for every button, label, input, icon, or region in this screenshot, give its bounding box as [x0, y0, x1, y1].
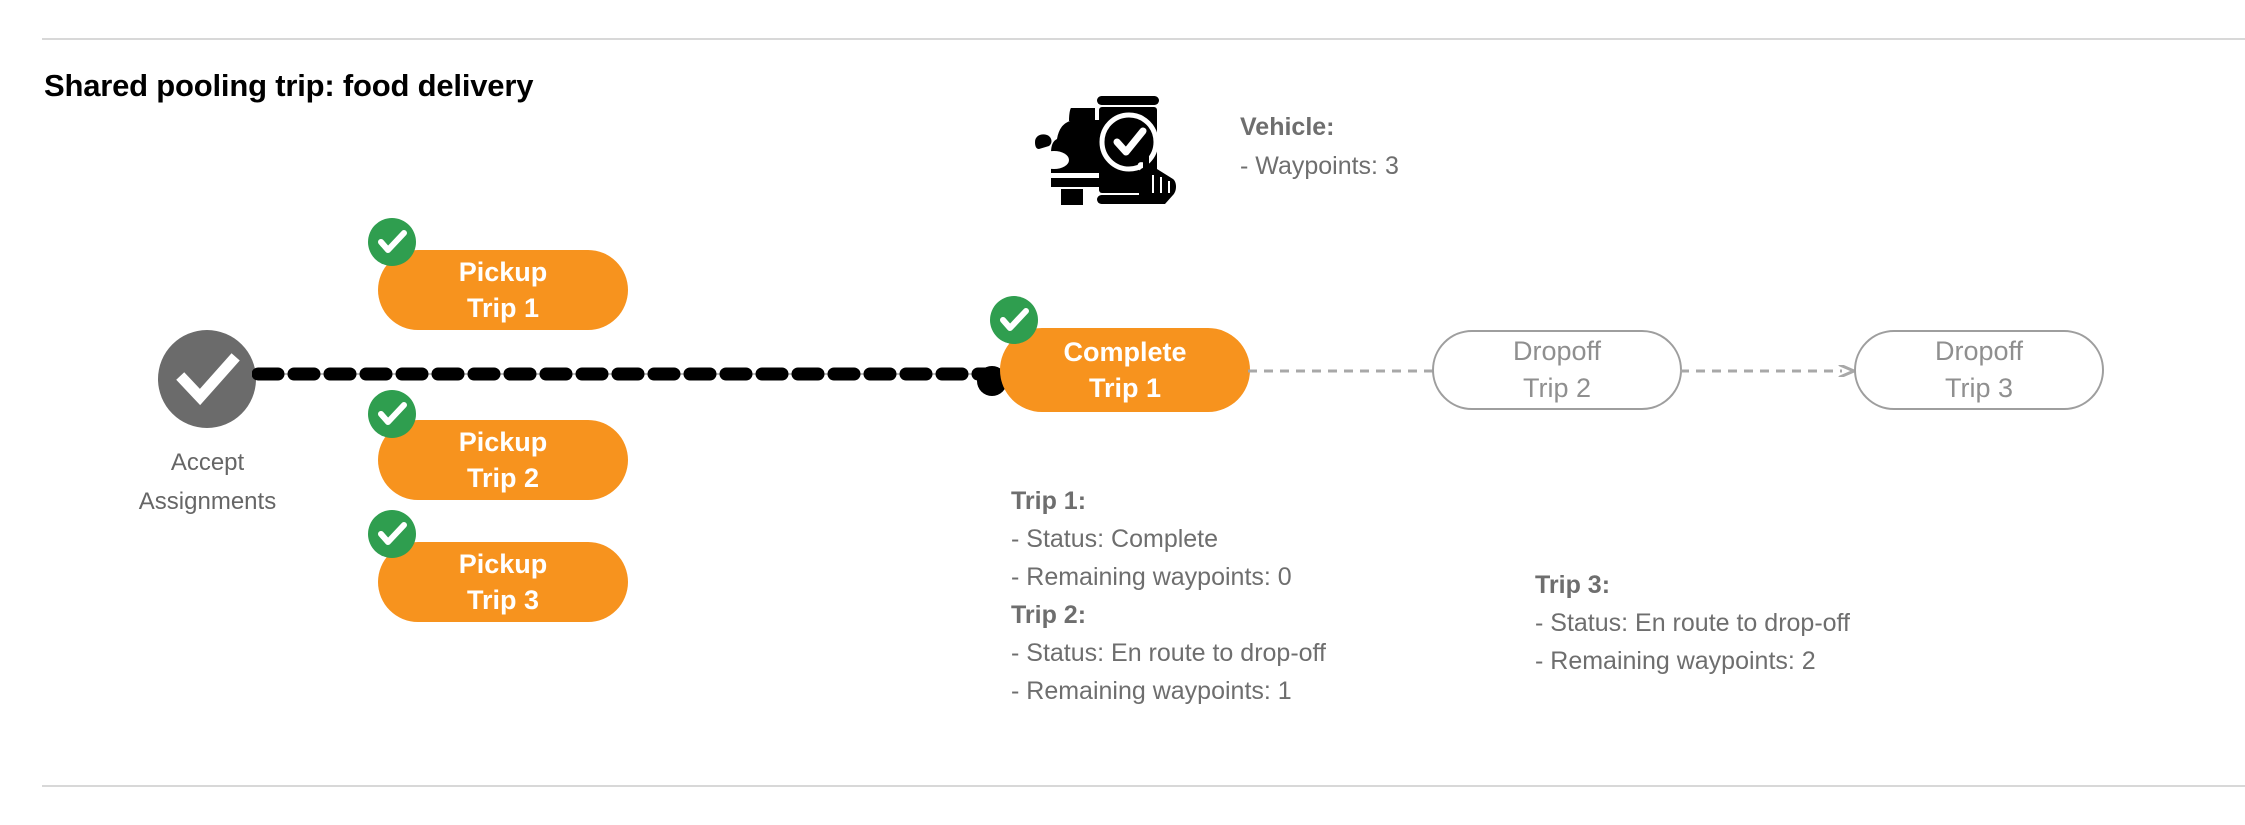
vehicle-waypoints: - Waypoints: 3 — [1240, 152, 1399, 180]
trip-2-colon: : — [1077, 601, 1087, 629]
node-pickup-trip-2-line1: Pickup — [458, 427, 548, 457]
trip-2-heading: Trip 2 — [1011, 601, 1078, 629]
vehicle-info: Vehicle: - Waypoints: 3 — [1240, 108, 1399, 186]
node-pickup-trip-1-line1: Pickup — [458, 257, 548, 287]
trip-1-waypoints: - Remaining waypoints: 0 — [1011, 563, 1292, 591]
node-dropoff-trip-2[interactable]: Dropoff Trip 2 — [1432, 330, 1682, 410]
trip-1-status: - Status: Complete — [1011, 525, 1219, 553]
trip-2-status: - Status: En route to drop-off — [1011, 639, 1326, 667]
connector-dropoff2-to-dropoff3 — [1680, 363, 1858, 379]
node-dropoff-trip-2-line1: Dropoff — [1512, 336, 1602, 366]
vehicle-heading-colon: : — [1326, 113, 1335, 141]
connector-complete1-to-dropoff2 — [1248, 364, 1434, 376]
check-badge-icon-pickup-2 — [368, 390, 416, 438]
connector-accept-to-complete — [251, 366, 1001, 382]
node-complete-trip-1-line2: Trip 1 — [1088, 373, 1162, 403]
node-pickup-trip-3-line1: Pickup — [458, 549, 548, 579]
node-dropoff-trip-3-line1: Dropoff — [1934, 336, 2024, 366]
check-badge-icon-complete-1 — [990, 296, 1038, 344]
trip-1-colon: : — [1077, 487, 1087, 515]
trip-1-heading: Trip 1 — [1011, 487, 1078, 515]
page-title: Shared pooling trip: food delivery — [44, 68, 534, 103]
trip-details-left: Trip 1: - Status: Complete - Remaining w… — [1011, 482, 1326, 710]
node-dropoff-trip-2-line2: Trip 2 — [1522, 373, 1591, 403]
node-pickup-trip-1-line2: Trip 1 — [466, 293, 540, 323]
node-pickup-trip-1[interactable]: Pickup Trip 1 — [378, 250, 628, 330]
trip-3-heading: Trip 3 — [1535, 571, 1602, 599]
node-pickup-trip-3[interactable]: Pickup Trip 3 — [378, 542, 628, 622]
node-complete-trip-1[interactable]: Complete Trip 1 — [1000, 328, 1250, 412]
trip-3-waypoints: - Remaining waypoints: 2 — [1535, 647, 1816, 675]
trip-2-waypoints: - Remaining waypoints: 1 — [1011, 677, 1292, 705]
node-dropoff-trip-3-line2: Trip 3 — [1944, 373, 2013, 403]
accept-assignments-node[interactable] — [158, 330, 256, 428]
check-circle-icon — [158, 330, 256, 428]
divider-bottom — [42, 785, 2245, 787]
car-phone-check-icon — [1027, 83, 1177, 205]
accept-label-line1: Accept — [170, 449, 245, 476]
node-pickup-trip-2[interactable]: Pickup Trip 2 — [378, 420, 628, 500]
trip-3-colon: : — [1601, 571, 1611, 599]
accept-label-line2: Assignments — [138, 488, 277, 515]
check-badge-icon-pickup-3 — [368, 510, 416, 558]
node-pickup-trip-2-line2: Trip 2 — [466, 463, 540, 493]
trip-3-status: - Status: En route to drop-off — [1535, 609, 1850, 637]
trip-details-right: Trip 3: - Status: En route to drop-off -… — [1535, 566, 1850, 680]
node-pickup-trip-3-line2: Trip 3 — [466, 585, 540, 615]
vehicle-heading: Vehicle — [1240, 113, 1327, 141]
divider-top — [42, 38, 2245, 40]
node-complete-trip-1-line1: Complete — [1063, 337, 1187, 367]
accept-assignments-label: Accept Assignments — [60, 443, 355, 521]
check-badge-icon-pickup-1 — [368, 218, 416, 266]
node-dropoff-trip-3[interactable]: Dropoff Trip 3 — [1854, 330, 2104, 410]
